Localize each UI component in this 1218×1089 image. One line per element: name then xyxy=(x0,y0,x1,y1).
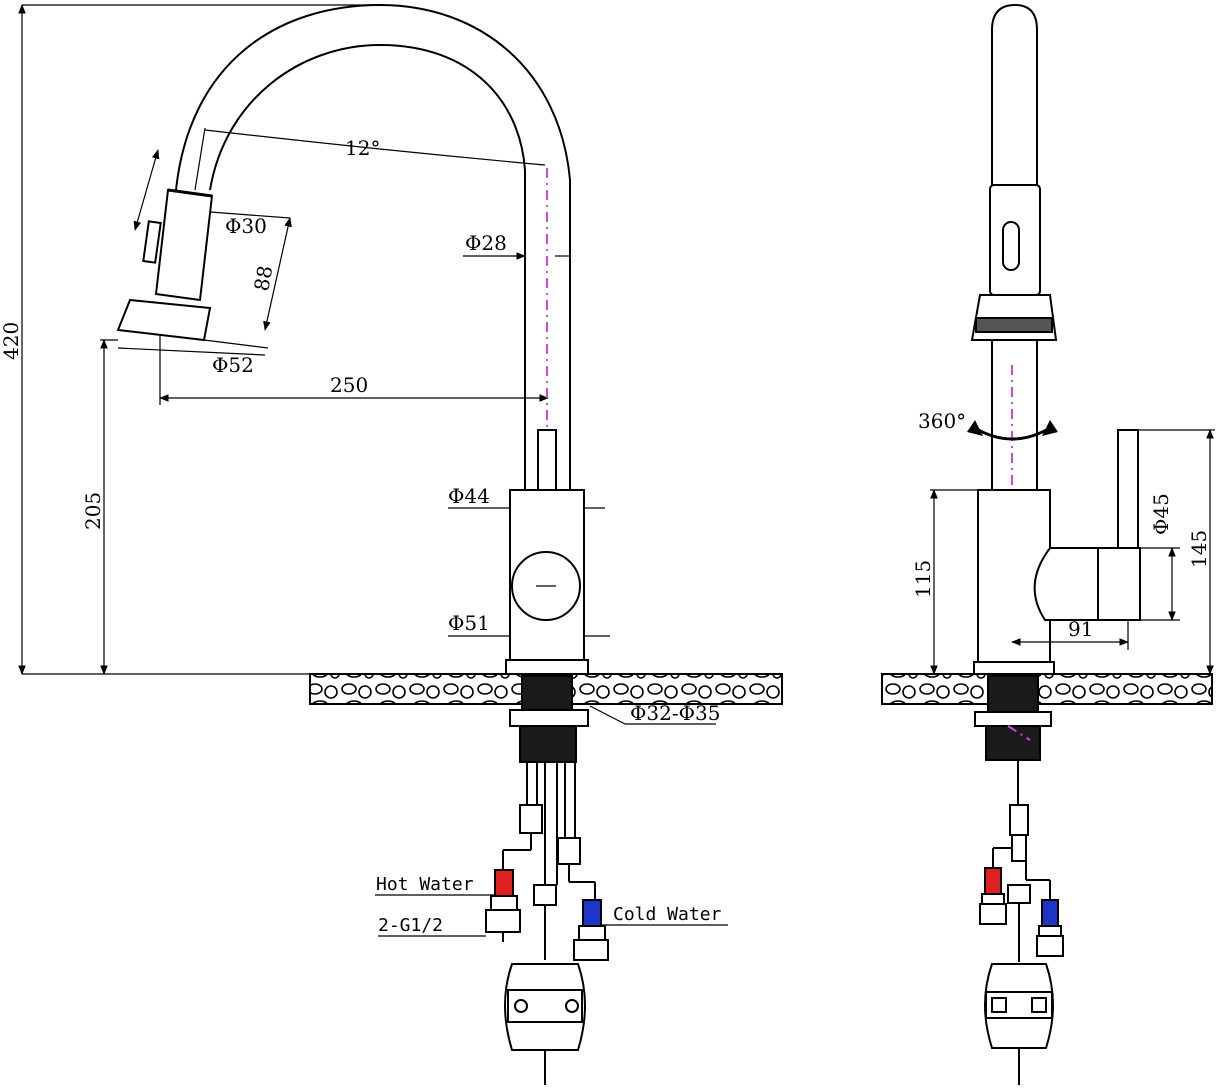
side-cold-valve xyxy=(1041,899,1059,927)
hot-valve xyxy=(494,869,514,897)
base-diameter-label: Φ51 xyxy=(448,611,490,635)
handle-reach-label: 91 xyxy=(1068,617,1093,641)
spray-length-label: 88 xyxy=(249,264,277,293)
spray-diameter-label: Φ30 xyxy=(225,214,267,238)
side-spout xyxy=(991,3,1038,186)
side-countertop xyxy=(881,673,1213,705)
side-handle xyxy=(1097,547,1141,621)
angle-dim-arc xyxy=(204,129,546,166)
body-height-label: 115 xyxy=(911,560,935,598)
pull-arrow-icon xyxy=(133,149,160,231)
spout-diameter-label: Φ28 xyxy=(465,231,507,255)
mount-shank xyxy=(519,725,577,763)
body-diameter-label: Φ44 xyxy=(448,484,490,508)
hole-size-label: Φ32-Φ35 xyxy=(630,701,720,725)
spray-head xyxy=(116,188,214,342)
hot-water-label: Hot Water xyxy=(376,874,474,895)
angle-label: 12° xyxy=(345,136,380,160)
thread-label: 2-G1/2 xyxy=(378,915,443,936)
spout-inner-arc xyxy=(209,43,526,490)
cold-water-label: Cold Water xyxy=(613,904,722,925)
reach-label: 250 xyxy=(330,373,368,397)
side-hot-valve xyxy=(984,867,1002,895)
rotation-arrow-icon xyxy=(974,426,1051,441)
handle-diameter-label: Φ45 xyxy=(1149,493,1173,535)
rotation-label: 360° xyxy=(918,409,966,433)
handle-height-label: 145 xyxy=(1187,530,1211,568)
front-view: 12° Φ30 88 Φ52 250 Φ28 Φ44 Φ51 xyxy=(0,3,783,1085)
head-diameter-label: Φ52 xyxy=(212,353,254,377)
cold-valve xyxy=(582,899,602,927)
spout-outer-arc xyxy=(175,3,571,490)
outlet-height-label: 205 xyxy=(81,492,105,530)
total-height-label: 420 xyxy=(0,322,23,360)
side-view: 360° Φ45 145 115 91 xyxy=(881,3,1215,1085)
